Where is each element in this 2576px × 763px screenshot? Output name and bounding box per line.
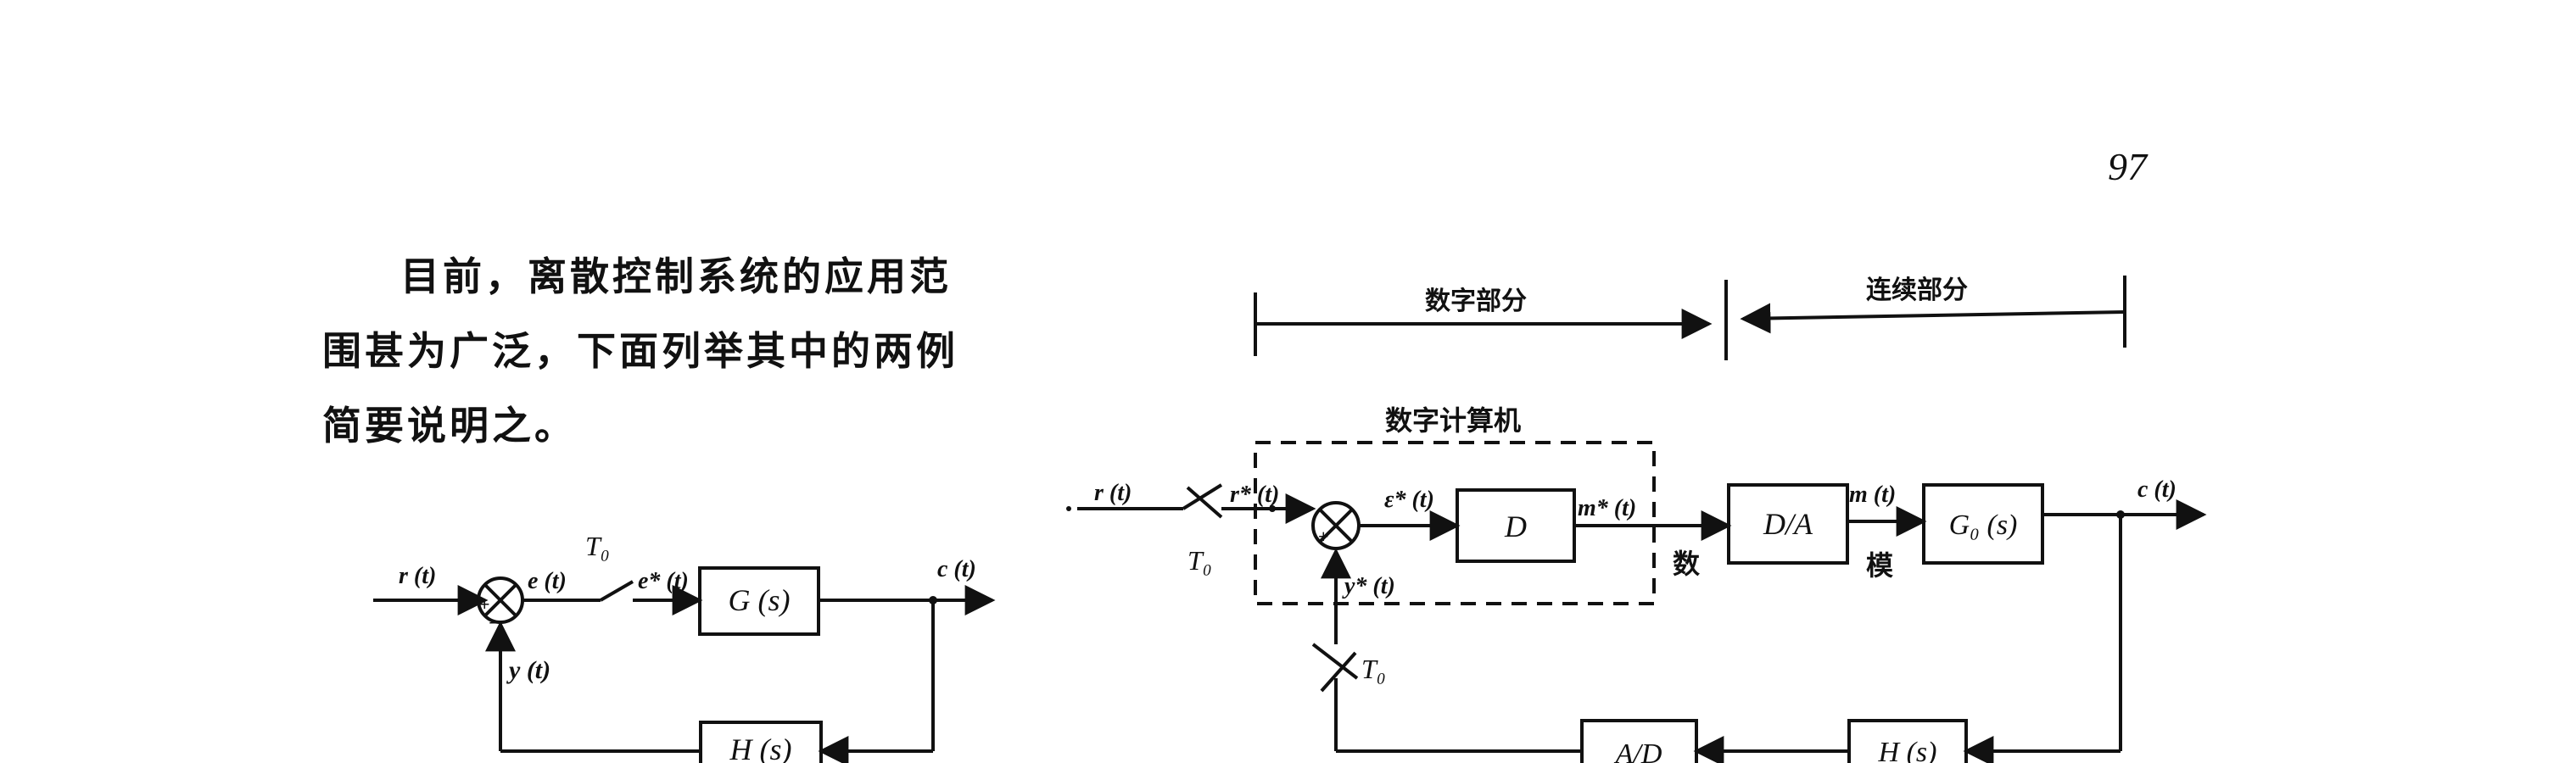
plant-block-right xyxy=(1922,483,2044,565)
adc-label: A/D xyxy=(1614,738,1662,763)
left-input-label: r (t) xyxy=(399,563,436,589)
input-sampler-switch xyxy=(1182,483,1223,510)
dac-out-label: m (t) xyxy=(1849,482,1896,508)
paragraph-line-1: 目前，离散控制系统的应用范 xyxy=(400,253,952,299)
intro-paragraph: 目前，离散控制系统的应用范 围甚为广泛，下面列举其中的两例 简要说明之。 xyxy=(322,239,1069,463)
left-block-diagram xyxy=(373,566,996,763)
controller-label: D xyxy=(1504,510,1527,543)
left-feedback-label: H (s) xyxy=(729,732,792,763)
svg-text:−: − xyxy=(489,612,500,633)
feedback-label-right: H (s) xyxy=(1878,737,1937,763)
analog-side-label: 模 xyxy=(1866,549,1893,582)
right-block-diagram xyxy=(1077,276,2207,763)
sampler-switch-left xyxy=(599,580,634,602)
sampled-error-label: ε* (t) xyxy=(1384,487,1434,513)
sampled-feedback-label: y* (t) xyxy=(1342,573,1395,599)
plant-label-right: G₀ (s) xyxy=(1949,510,2018,541)
feedback-sampler-label: T₀ xyxy=(1361,654,1386,684)
left-feedback-signal-label: y (t) xyxy=(506,656,550,684)
left-sampled-error-label: e* (t) xyxy=(638,568,689,594)
right-input-label: r (t) xyxy=(1094,480,1132,506)
left-plant-label: G (s) xyxy=(729,583,791,617)
svg-text:+: + xyxy=(1318,526,1329,547)
digital-computer-label: 数字计算机 xyxy=(1385,404,1521,437)
dac-block xyxy=(1727,483,1849,565)
dac-label: D/A xyxy=(1763,507,1813,541)
right-output-label: c (t) xyxy=(2137,476,2176,503)
digital-side-label: 数 xyxy=(1673,548,1701,580)
feedback-sampler-switch xyxy=(1311,643,1359,680)
left-error-label: e (t) xyxy=(528,568,567,594)
digital-computer-boundary xyxy=(1254,441,1656,605)
svg-text:−: − xyxy=(1330,537,1341,559)
input-sampler-label: T₀ xyxy=(1187,545,1212,576)
paragraph-line-3: 简要说明之。 xyxy=(322,403,577,448)
continuous-part-label: 连续部分 xyxy=(1866,276,1968,305)
paragraph-line-2: 围甚为广泛，下面列举其中的两例 xyxy=(322,328,958,374)
svg-text:+: + xyxy=(479,593,490,615)
page-number: 97 xyxy=(2108,145,2147,188)
digital-part-label: 数字部分 xyxy=(1425,287,1527,316)
sampled-ref-label: r* (t) xyxy=(1230,482,1279,508)
left-sampler-label: T₀ xyxy=(585,531,610,561)
left-output-label: c (t) xyxy=(937,556,976,582)
controller-out-label: m* (t) xyxy=(1578,495,1636,521)
